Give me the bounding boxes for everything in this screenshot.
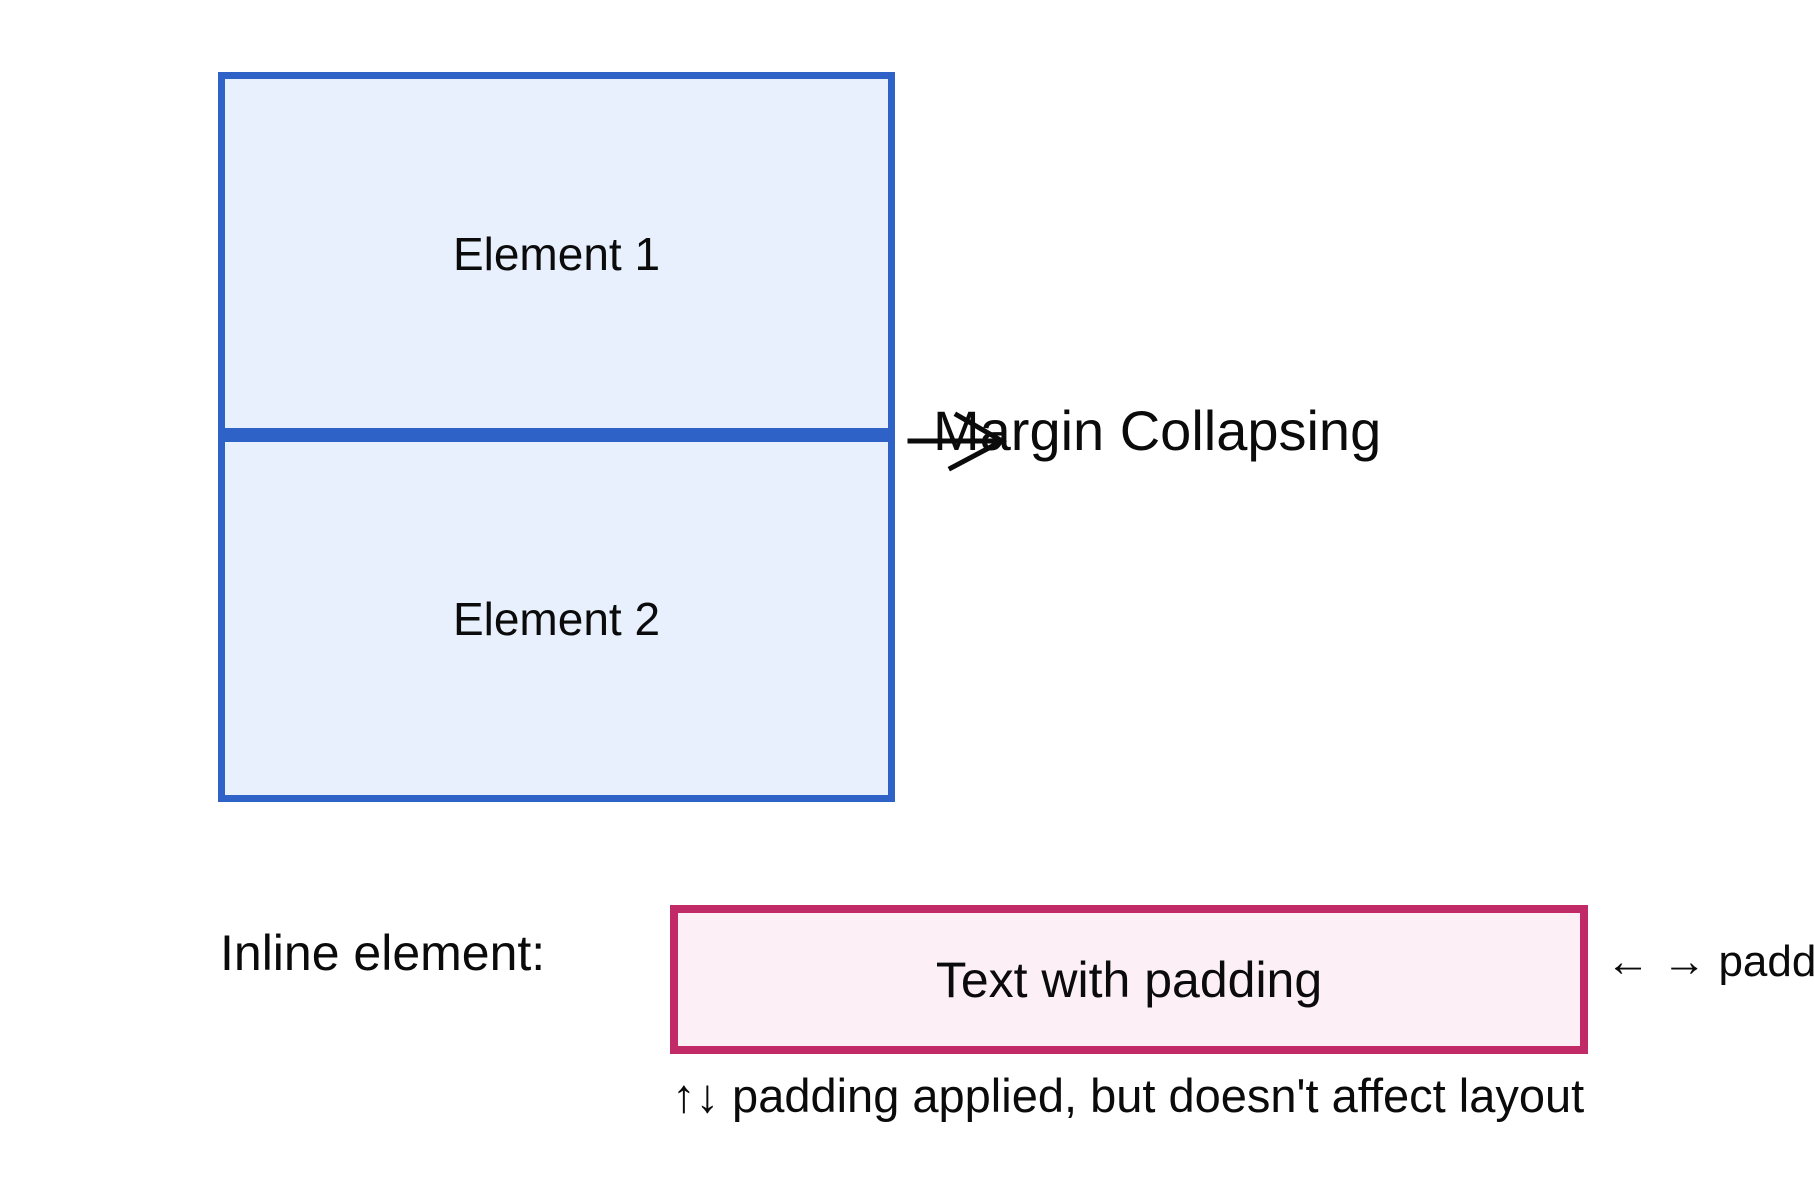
inline-padding-box: Text with padding bbox=[670, 905, 1588, 1054]
vertical-padding-caption: ↑↓ padding applied, but doesn't affect l… bbox=[672, 1069, 1585, 1122]
element2-box: Element 2 bbox=[218, 435, 895, 802]
element1-label: Element 1 bbox=[452, 227, 661, 280]
horizontal-padding-annotation: ← → padding bbox=[1606, 937, 1814, 986]
element1-box: Element 1 bbox=[218, 72, 895, 435]
inline-element-label: Inline element: bbox=[220, 925, 546, 981]
element2-label: Element 2 bbox=[452, 592, 661, 645]
margin-collapsing-annotation: Margin Collapsing bbox=[933, 399, 1382, 462]
inline-box-text: Text with padding bbox=[935, 951, 1323, 1008]
collapse-arrow-icon bbox=[907, 411, 1008, 472]
